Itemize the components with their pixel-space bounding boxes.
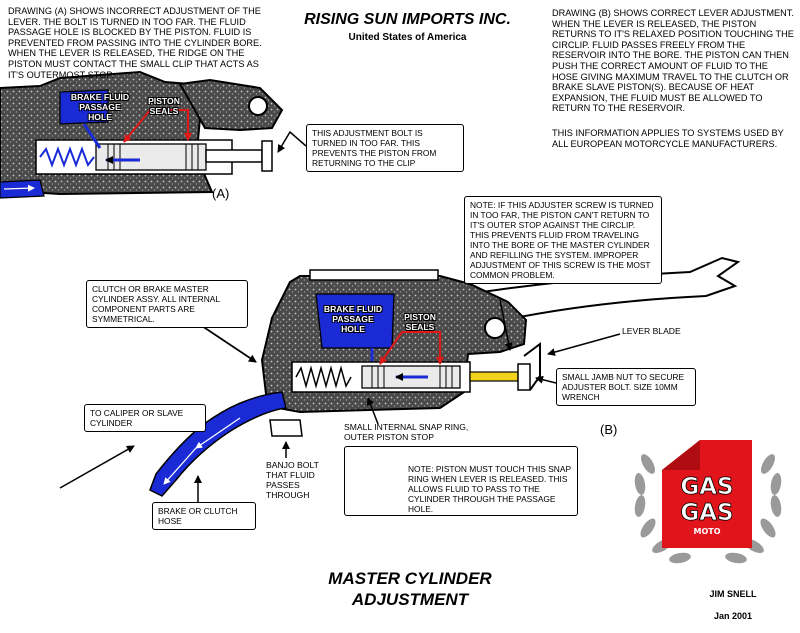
diagram-artwork: GAS GAS MOTO bbox=[0, 70, 782, 564]
applies-note: THIS INFORMATION APPLIES TO SYSTEMS USED… bbox=[552, 128, 784, 149]
drawing-b-banjo bbox=[269, 419, 303, 437]
drawing-a-adjuster-bolt bbox=[205, 149, 263, 163]
drawing-b-pivot bbox=[484, 317, 506, 339]
author-signature: JIM SNELL Jan 2001 bbox=[688, 578, 778, 633]
snap-ring-label: SMALL INTERNAL SNAP RING, OUTER PISTON S… bbox=[344, 422, 469, 442]
master-cylinder-diagram: GAS GAS MOTO DRAWING (A) SHOWS INCORRECT… bbox=[0, 6, 794, 621]
drawing-a-piston-seals-label: PISTON SEALS bbox=[148, 96, 180, 116]
snap-ring-note-box: NOTE: PISTON MUST TOUCH THIS SNAP RING W… bbox=[344, 446, 578, 516]
page-title: MASTER CYLINDER ADJUSTMENT bbox=[328, 569, 492, 609]
drawing-a-assembly bbox=[0, 70, 284, 199]
drawing-a-piston bbox=[95, 143, 207, 171]
snap-ring-note: NOTE: PISTON MUST TOUCH THIS SNAP RING W… bbox=[408, 464, 571, 514]
drawing-a-bolt-leader bbox=[277, 130, 307, 153]
author-name: JIM SNELL bbox=[709, 589, 757, 599]
logo-line3: MOTO bbox=[693, 527, 720, 536]
drawing-b-piston-seals-label: PISTON SEALS bbox=[404, 312, 436, 332]
jamb-nut-leader bbox=[535, 375, 557, 384]
banjo-bolt-label: BANJO BOLT THAT FLUID PASSES THROUGH bbox=[266, 460, 319, 500]
company-name: RISING SUN IMPORTS INC. bbox=[304, 11, 511, 28]
drawing-b-reservoir-cap bbox=[309, 269, 439, 281]
caliper-note: TO CALIPER OR SLAVE CYLINDER bbox=[84, 404, 206, 432]
logo-line1: GAS bbox=[680, 474, 733, 500]
drawing-a-spring bbox=[39, 146, 95, 168]
adjuster-note-leader bbox=[499, 299, 513, 351]
lever-blade-label: LEVER BLADE bbox=[622, 326, 681, 336]
drawing-b-jamb-nut bbox=[517, 363, 531, 391]
drawing-b-hose bbox=[149, 391, 287, 497]
drawing-a-label: (A) bbox=[212, 186, 230, 201]
logo-line2: GAS bbox=[680, 500, 733, 526]
drawing-b-adjuster-screw bbox=[469, 371, 521, 382]
drawing-a-reservoir-fluid bbox=[59, 89, 109, 125]
adjuster-note: NOTE: IF THIS ADJUSTER SCREW IS TURNED I… bbox=[464, 196, 662, 284]
jamb-nut-note: SMALL JAMB NUT TO SECURE ADJUSTER BOLT. … bbox=[556, 368, 696, 406]
drawing-a-pivot bbox=[248, 96, 268, 116]
drawing-b-passage-hole-label: BRAKE FLUID PASSAGE HOLE bbox=[323, 304, 383, 334]
assembly-note: CLUTCH OR BRAKE MASTER CYLINDER ASSY. AL… bbox=[86, 280, 248, 328]
drawing-a-passage-hole-label: BRAKE FLUID PASSAGE HOLE bbox=[70, 92, 130, 122]
drawing-b-spring bbox=[295, 365, 352, 389]
drawing-b-label: (B) bbox=[600, 422, 618, 437]
hose-note: BRAKE OR CLUTCH HOSE bbox=[152, 502, 256, 530]
drawing-a-lever-stub bbox=[178, 78, 284, 132]
gasgas-logo: GAS GAS MOTO bbox=[634, 440, 782, 564]
drawing-b-description: DRAWING (B) SHOWS CORRECT LEVER ADJUSTME… bbox=[552, 8, 794, 114]
caliper-leader bbox=[59, 445, 135, 489]
company-header: RISING SUN IMPORTS INC. United States of… bbox=[300, 11, 515, 43]
lever-blade-leader bbox=[547, 333, 621, 356]
company-country: United States of America bbox=[348, 32, 467, 43]
drawing-a-description: DRAWING (A) SHOWS INCORRECT ADJUSTMENT O… bbox=[8, 6, 262, 80]
drawing-a-bolt-note: THIS ADJUSTMENT BOLT IS TURNED IN TOO FA… bbox=[306, 124, 464, 172]
snap-ring-leader bbox=[366, 397, 379, 425]
author-date: Jan 2001 bbox=[713, 611, 753, 621]
